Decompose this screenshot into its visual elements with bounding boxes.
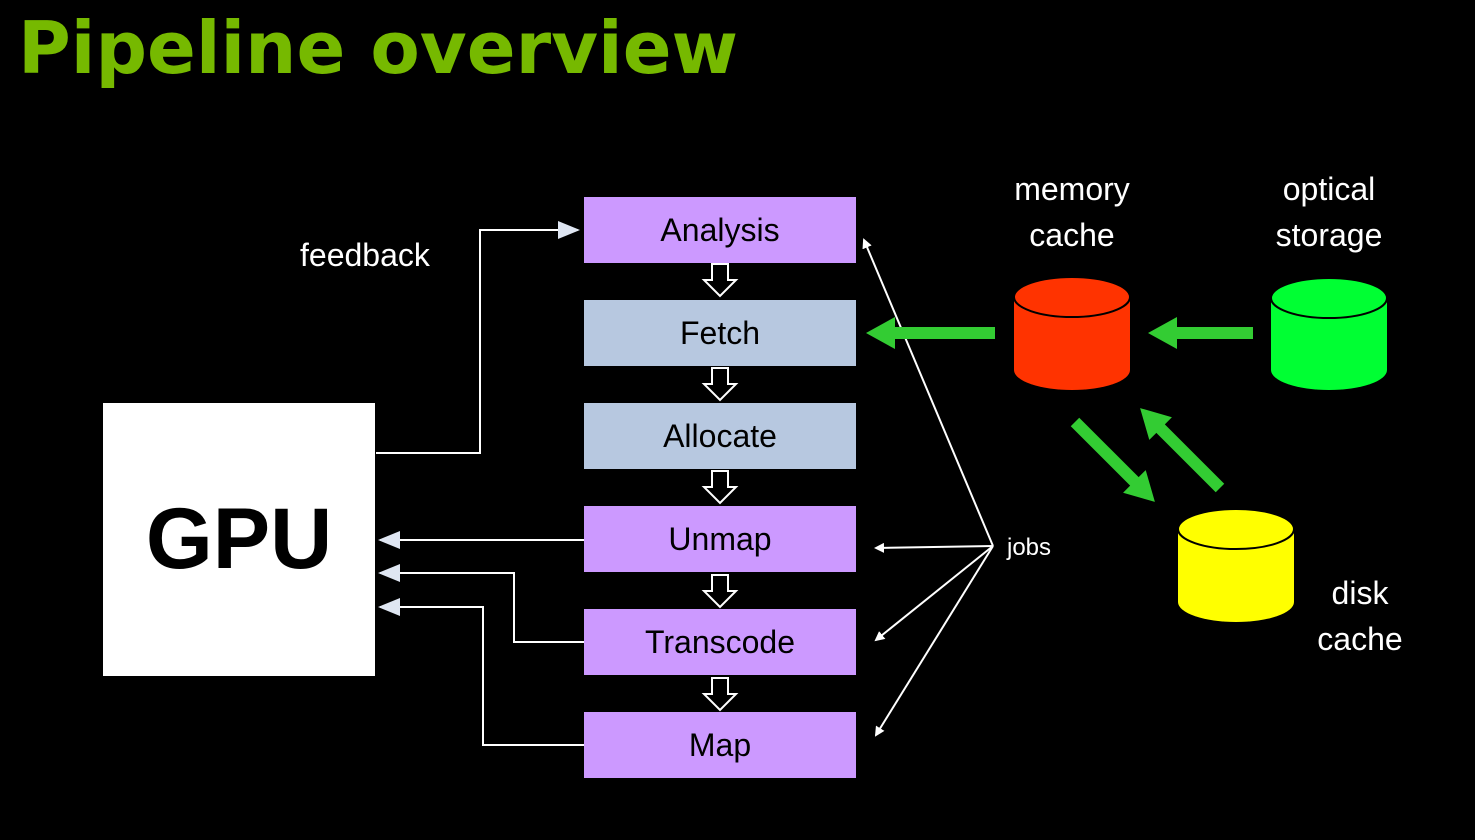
- optical-to-memory-arrow: [1148, 317, 1253, 349]
- transcode-to-gpu-connector: [378, 564, 584, 643]
- stage-analysis: Analysis: [584, 197, 856, 263]
- jobs-label: jobs: [1007, 534, 1052, 561]
- stage-map: Map: [584, 712, 856, 778]
- feedback-label: feedback: [300, 237, 430, 273]
- memory-to-disk-arrow: [1070, 417, 1155, 502]
- stage-down-arrow: [701, 263, 739, 298]
- stage-allocate: Allocate: [584, 403, 856, 469]
- stage-down-arrow: [701, 574, 739, 609]
- flow-arrows: [866, 317, 1253, 502]
- stage-down-arrow: [701, 677, 739, 712]
- stage-unmap: Unmap: [584, 506, 856, 572]
- stage-fetch: Fetch: [584, 300, 856, 366]
- jobs-connectors: [862, 238, 994, 737]
- feedback-connector: [376, 221, 580, 454]
- disk-cache-cylinder: [1177, 508, 1295, 622]
- disk-to-memory-arrow: [1140, 408, 1225, 493]
- stage-transcode: Transcode: [584, 609, 856, 675]
- disk-cache-label: disk cache: [1317, 575, 1403, 657]
- page-title: Pipeline overview: [18, 6, 739, 90]
- optical-storage-cylinder: [1270, 277, 1388, 390]
- gpu-box: GPU: [103, 403, 375, 676]
- stage-down-arrow: [701, 470, 739, 505]
- memory-to-fetch-arrow: [866, 317, 995, 349]
- map-to-gpu-connector: [378, 598, 584, 746]
- stage-down-arrow: [701, 367, 739, 402]
- memory-cache-label: memory cache: [1014, 171, 1130, 253]
- optical-storage-label: optical storage: [1275, 171, 1383, 253]
- memory-cache-cylinder: [1013, 276, 1131, 390]
